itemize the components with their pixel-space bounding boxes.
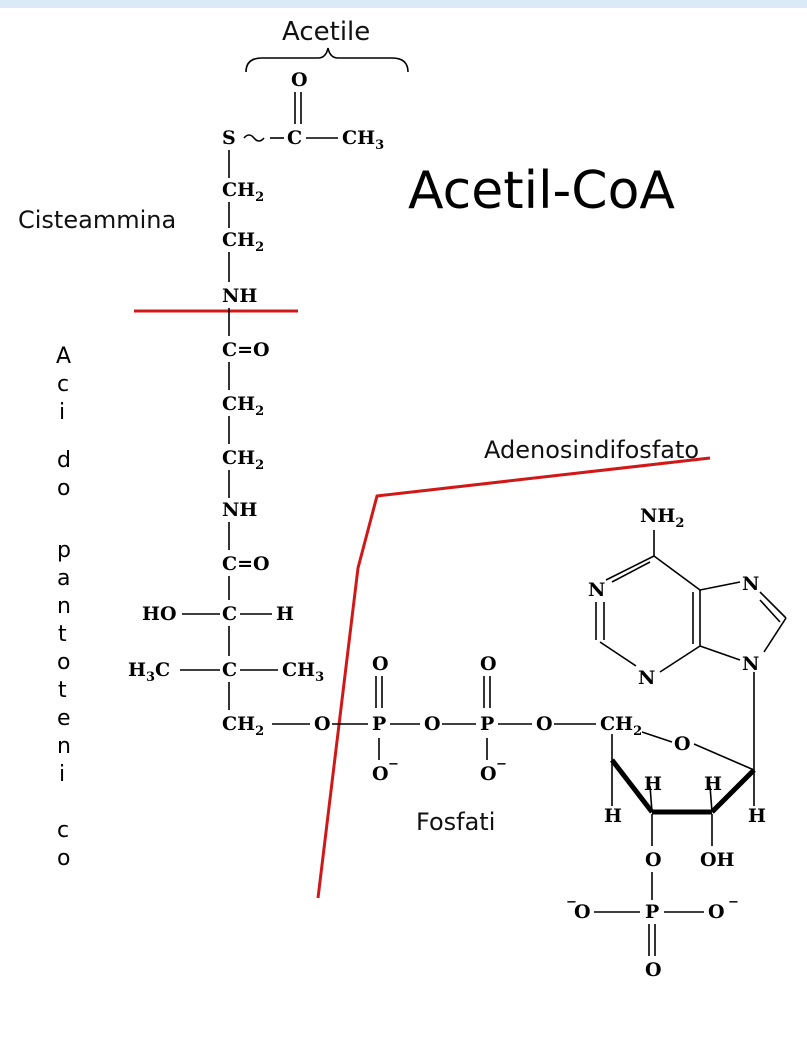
svg-text:H: H [604, 805, 622, 827]
svg-text:C: C [287, 127, 302, 149]
svg-text:c: c [57, 818, 69, 843]
svg-text:n: n [57, 594, 71, 619]
svg-text:H: H [748, 805, 766, 827]
svg-text:NH2: NH2 [640, 505, 684, 531]
svg-text:O: O [645, 849, 662, 871]
diphosphate-group: O P O O − O P O O − O CH2 [272, 653, 642, 785]
svg-text:p: p [57, 538, 71, 563]
svg-text:o: o [57, 476, 70, 501]
svg-text:−: − [388, 757, 399, 772]
divider-adenosindifosfato [316, 456, 711, 899]
svg-text:−: − [566, 895, 577, 910]
svg-text:−: − [496, 757, 507, 772]
svg-text:C: C [222, 603, 237, 625]
acetyl-group: O S C CH3 [222, 69, 384, 153]
svg-text:O: O [674, 733, 691, 755]
svg-text:O: O [536, 713, 553, 735]
svg-text:H: H [276, 603, 294, 625]
svg-text:N: N [638, 667, 655, 689]
svg-text:P: P [480, 713, 494, 735]
svg-text:CH2: CH2 [600, 713, 642, 739]
svg-text:N: N [588, 579, 605, 601]
svg-text:O: O [314, 713, 331, 735]
label-acido-pantotenico: A c i d o p a n t o t e n i c o [56, 344, 71, 871]
svg-text:O: O [372, 763, 389, 785]
svg-text:t: t [58, 678, 67, 703]
svg-text:O: O [372, 653, 389, 675]
svg-text:O: O [480, 763, 497, 785]
svg-text:H3C: H3C [128, 659, 170, 685]
svg-text:t: t [58, 622, 67, 647]
svg-text:CH2: CH2 [222, 447, 264, 473]
label-cisteammina: Cisteammina [18, 206, 176, 234]
svg-text:OH: OH [700, 849, 735, 871]
label-acetile: Acetile [282, 17, 370, 47]
svg-text:S: S [222, 127, 236, 149]
svg-text:−: − [728, 895, 739, 910]
svg-text:CH2: CH2 [222, 229, 264, 255]
svg-text:O: O [480, 653, 497, 675]
label-fosfati: Fosfati [416, 808, 495, 836]
svg-text:O: O [291, 69, 308, 91]
ribose-phosphate: − O P O − O [566, 872, 739, 981]
svg-text:C=O: C=O [222, 553, 270, 575]
svg-text:i: i [59, 762, 65, 787]
svg-text:NH: NH [222, 285, 257, 307]
ribose-ring: O H H H H O OH [604, 672, 766, 871]
acetile-brace [245, 47, 409, 73]
svg-text:N: N [742, 653, 759, 675]
svg-text:P: P [372, 713, 386, 735]
svg-text:CH3: CH3 [342, 127, 384, 153]
svg-text:C=O: C=O [222, 339, 270, 361]
svg-text:CH2: CH2 [222, 179, 264, 205]
adenine-base: NH2 N N N N [588, 505, 787, 689]
backbone-chain: CH2 CH2 NH C=O CH2 CH2 NH C=O HO C H H3C… [128, 150, 324, 739]
svg-text:H: H [704, 773, 722, 795]
svg-text:CH3: CH3 [282, 659, 324, 685]
svg-text:P: P [645, 901, 659, 923]
svg-text:H: H [644, 773, 662, 795]
svg-text:o: o [57, 650, 70, 675]
top-bar [0, 0, 807, 8]
svg-text:CH2: CH2 [222, 713, 264, 739]
svg-text:A: A [56, 344, 71, 369]
svg-text:c: c [57, 372, 69, 397]
label-adenosindifosfato: Adenosindifosfato [484, 436, 699, 464]
svg-text:d: d [57, 448, 71, 473]
svg-text:C: C [222, 659, 237, 681]
svg-text:a: a [57, 566, 70, 591]
svg-text:CH2: CH2 [222, 393, 264, 419]
diagram-title: Acetil-CoA [408, 161, 675, 221]
svg-text:O: O [645, 959, 662, 981]
svg-text:O: O [708, 901, 725, 923]
svg-text:n: n [57, 734, 71, 759]
svg-text:N: N [742, 573, 759, 595]
svg-text:o: o [57, 846, 70, 871]
svg-text:i: i [59, 400, 65, 425]
svg-text:NH: NH [222, 499, 257, 521]
svg-text:HO: HO [142, 603, 177, 625]
svg-text:O: O [424, 713, 441, 735]
svg-text:O: O [574, 901, 591, 923]
svg-text:e: e [57, 706, 71, 731]
